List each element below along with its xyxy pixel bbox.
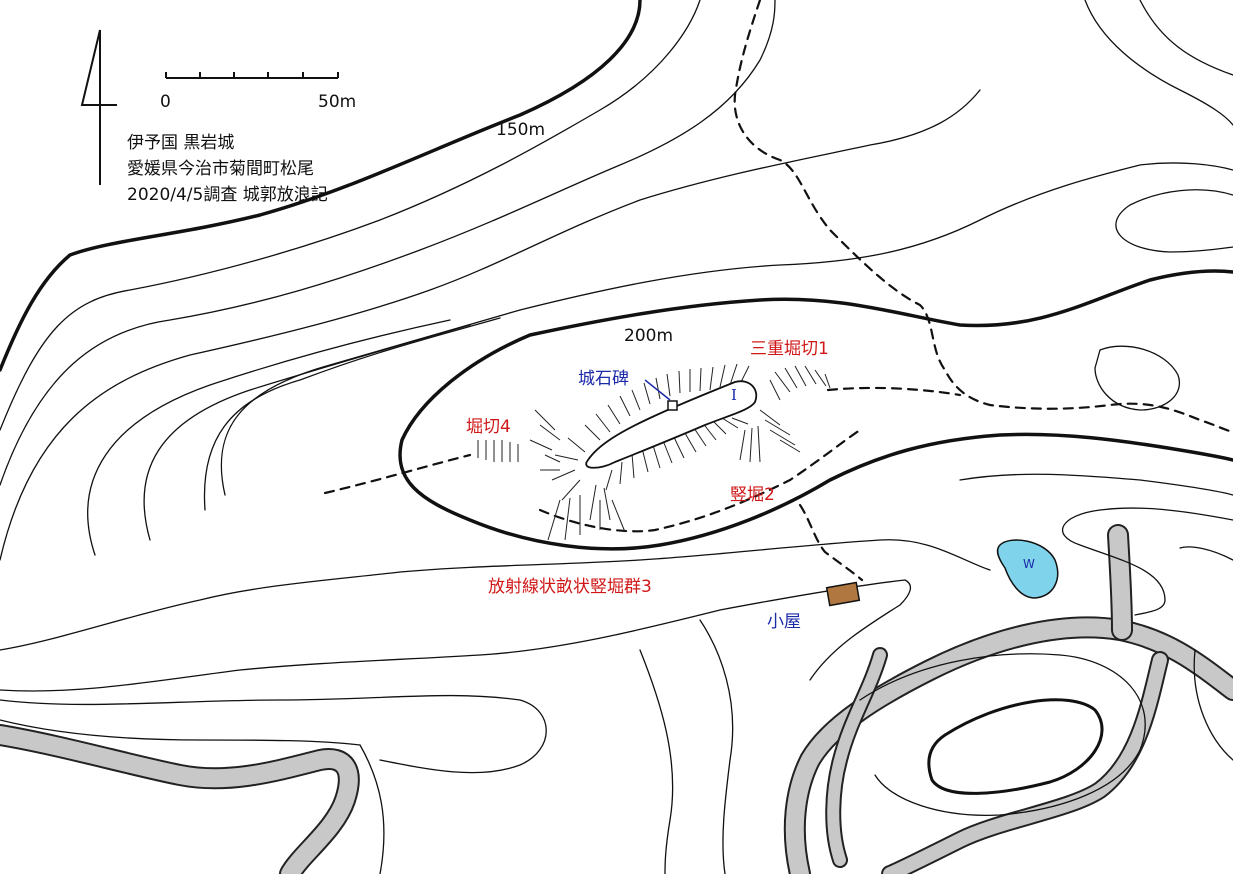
contour-label-200m: 200m	[624, 326, 674, 346]
contour-label-150m: 150m	[496, 120, 546, 140]
north-arrow	[80, 29, 117, 185]
title-line-2: 愛媛県今治市菊間町松尾	[127, 159, 314, 179]
water-pond	[996, 539, 1059, 599]
monument-marker	[667, 400, 678, 411]
trails	[323, 0, 1233, 582]
label-castle-monument: 城石碑	[578, 369, 629, 389]
scale-end-label: 50m	[318, 92, 357, 112]
label-radial-moats-3: 放射線状畝状竪堀群3	[488, 577, 652, 597]
knoll-loop	[1094, 345, 1181, 411]
trail-north	[733, 0, 1233, 434]
trail-east-ridge	[826, 386, 962, 397]
label-hut: 小屋	[767, 612, 801, 632]
hut	[825, 581, 861, 607]
label-enclosure-1: I	[731, 386, 737, 404]
label-triple-moat: 三重堀切1	[750, 339, 829, 359]
hachures	[477, 363, 831, 541]
label-moat-4: 堀切4	[466, 417, 511, 437]
scale-bar	[165, 72, 339, 79]
contour-150m	[0, 0, 642, 372]
basin-loop	[927, 698, 1104, 795]
trail-south	[538, 428, 862, 533]
title-line-1: 伊予国 黒岩城	[127, 133, 235, 153]
label-water: W	[1023, 557, 1035, 571]
contour-200m	[398, 269, 1233, 551]
trail-to-hut	[798, 503, 864, 582]
trail-west	[323, 453, 472, 495]
title-line-3: 2020/4/5調査 城郭放浪記	[127, 185, 328, 205]
roads	[0, 524, 1233, 874]
label-vertical-moat-2: 竪堀2	[730, 485, 775, 505]
scale-start-label: 0	[160, 92, 171, 112]
enclosure-1-outline	[585, 380, 758, 469]
monument-leader	[644, 379, 671, 401]
